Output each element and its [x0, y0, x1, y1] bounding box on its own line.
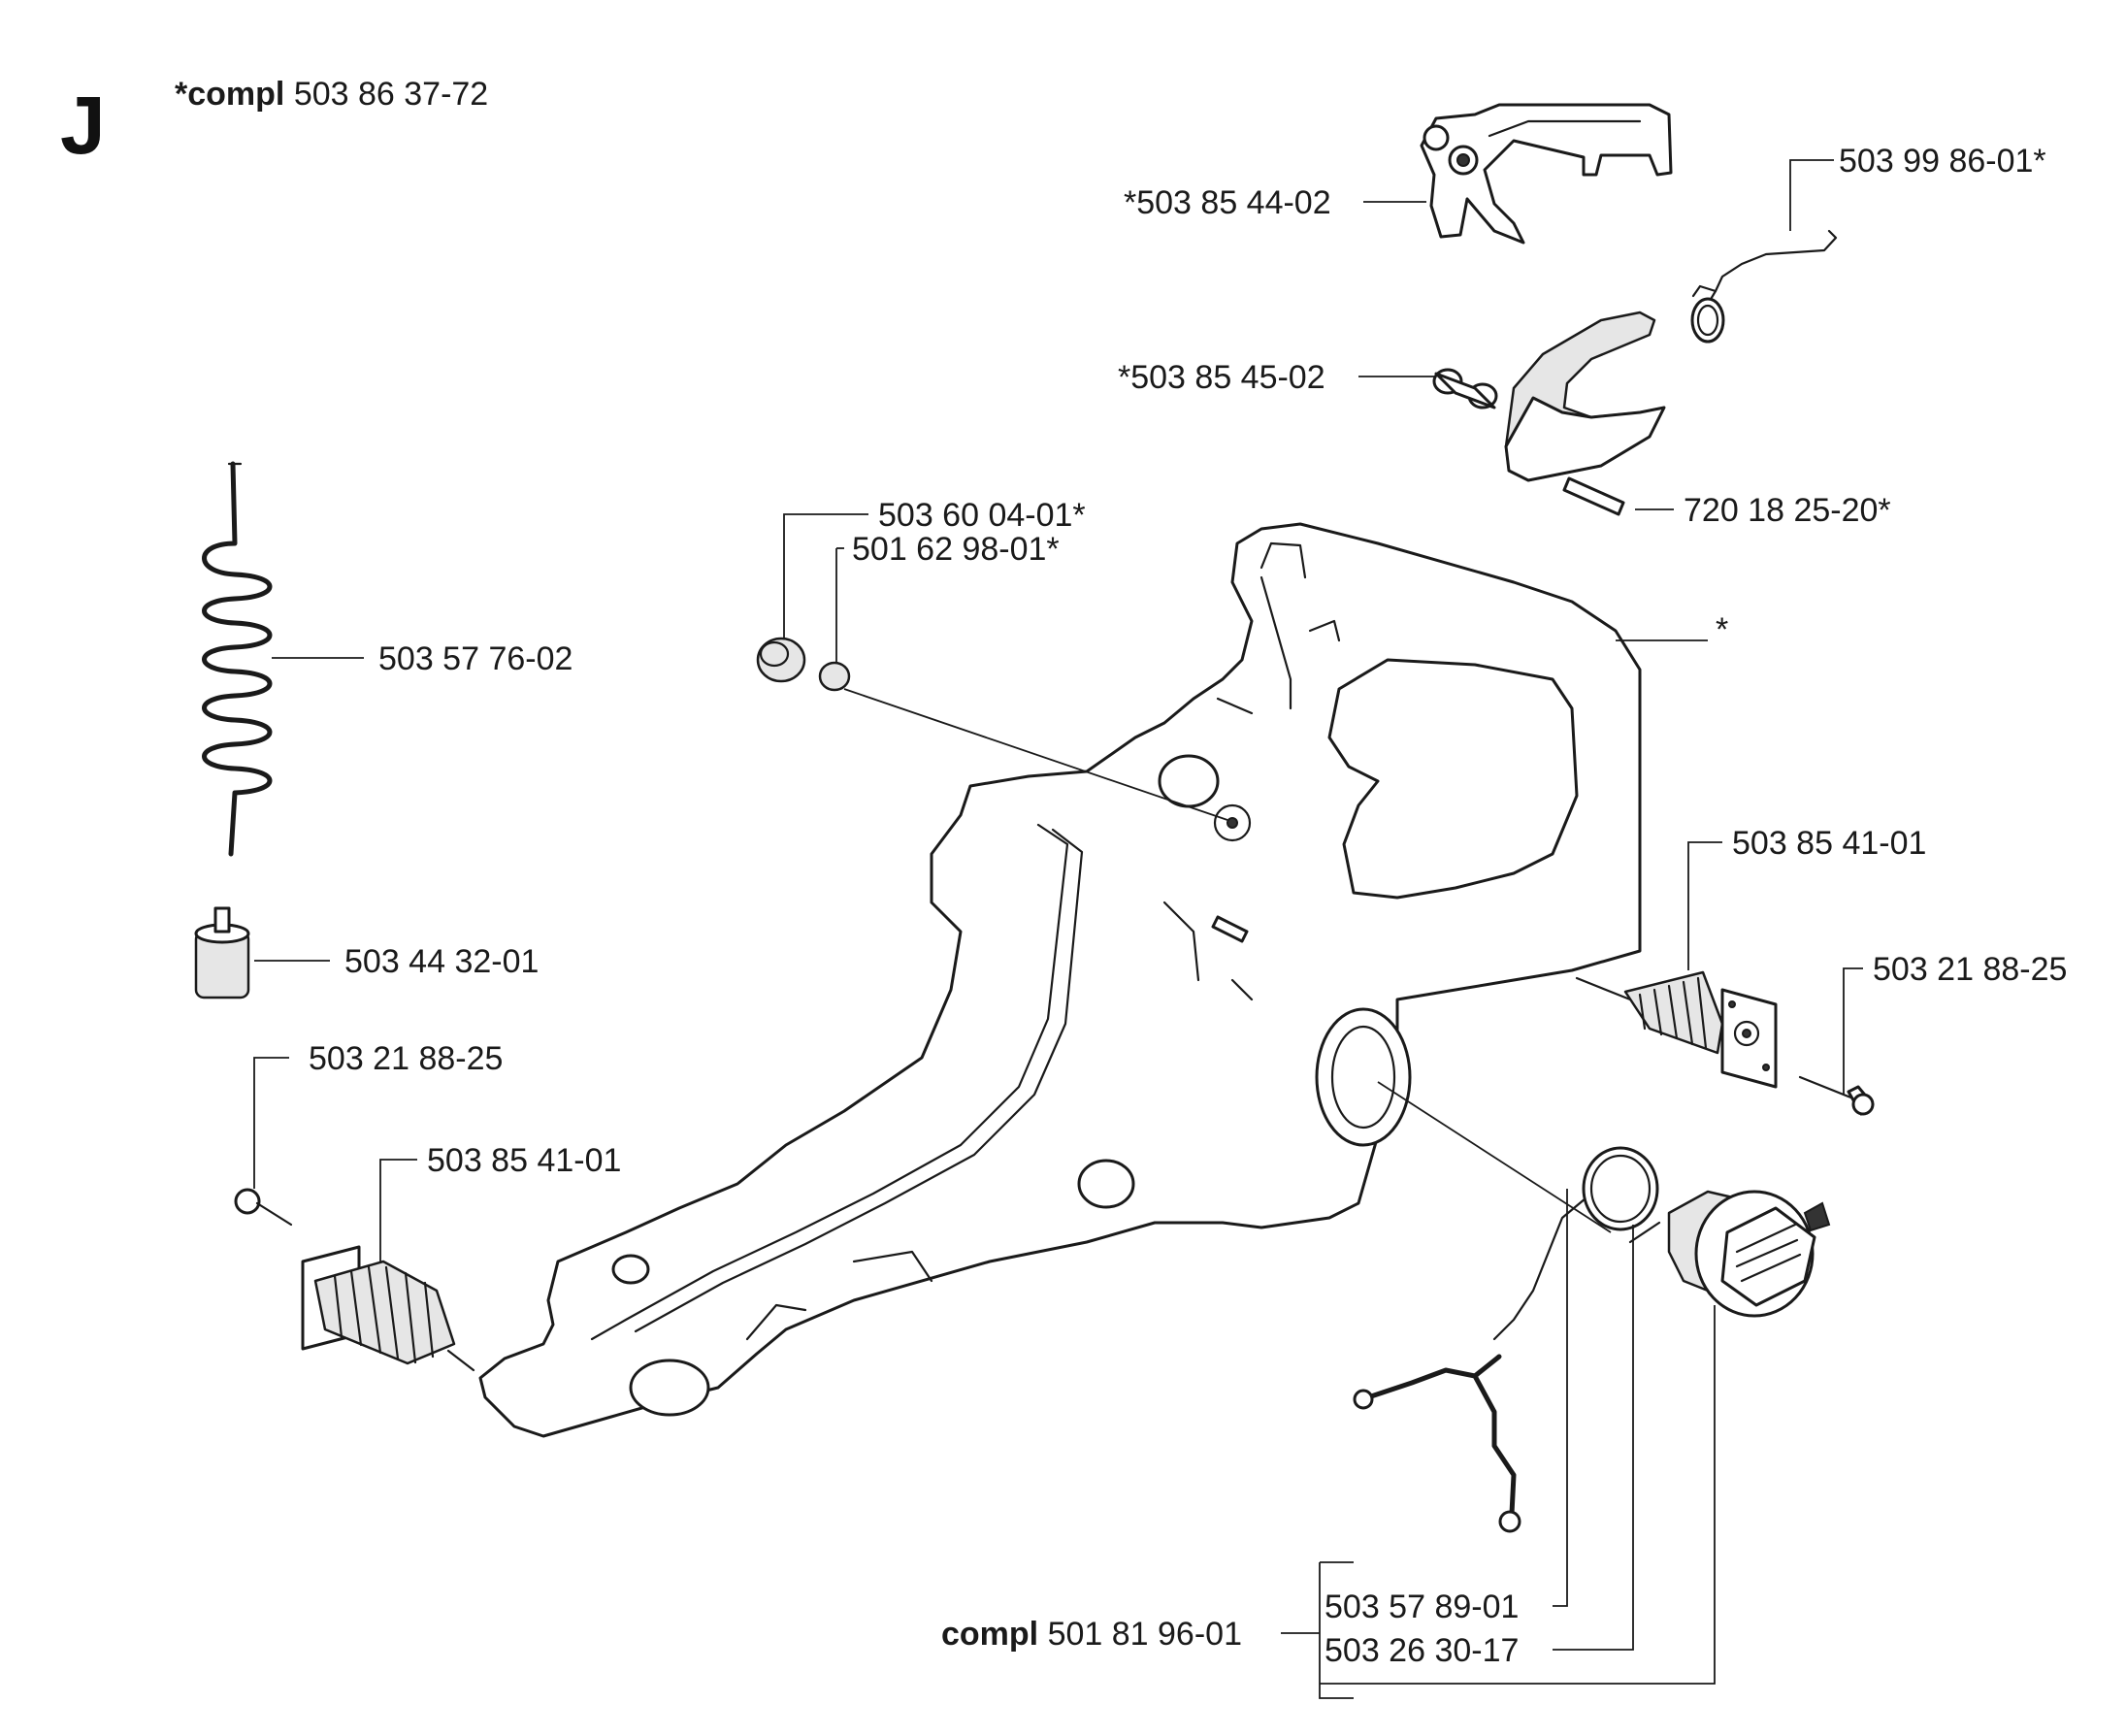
kit-prefix: *compl — [175, 76, 284, 113]
fuel-cap-part — [1667, 1190, 1831, 1318]
assembly-line-cap — [1377, 1081, 1612, 1233]
leader-av-spring-left — [379, 1159, 417, 1261]
strap-part — [1353, 1192, 1661, 1533]
trigger-spring-part — [1690, 229, 1838, 344]
label-screw-right: 503 21 88-25 — [1873, 951, 2067, 988]
leader-o-ring — [1553, 1189, 1568, 1607]
filter-screen-part — [818, 661, 851, 692]
label-trigger-spring: 503 99 86-01* — [1839, 143, 2046, 180]
label-throttle-trigger: *503 85 44-02 — [1124, 184, 1331, 221]
av-spring-left-part — [301, 1245, 475, 1372]
leader-trigger-spring — [1789, 159, 1834, 231]
fuel-cap-kit-prefix: compl — [941, 1616, 1038, 1653]
assembly-line-filter — [843, 688, 1228, 821]
label-av-spring-right: 503 85 41-01 — [1732, 825, 1926, 862]
fuel-hose-part — [202, 461, 273, 857]
leader-filter-felt — [783, 513, 868, 639]
leader-screw-right — [1843, 967, 1863, 1095]
label-pin: 720 18 25-20* — [1684, 492, 1891, 529]
label-fuel-hose: 503 57 76-02 — [378, 640, 572, 677]
pin-part — [1562, 476, 1625, 516]
label-throttle-lockout: *503 85 45-02 — [1118, 359, 1325, 396]
av-spring-right-part — [1575, 970, 1778, 1089]
handle-housing-part — [478, 522, 1642, 1438]
throttle-lockout-part — [1432, 311, 1666, 482]
section-letter: J — [60, 80, 106, 171]
throttle-trigger-part — [1420, 103, 1673, 245]
screw-right-part — [1798, 1075, 1875, 1116]
label-av-spring-left: 503 85 41-01 — [427, 1142, 621, 1179]
leader-screw-left — [253, 1057, 289, 1189]
label-cap-seal: 503 26 30-17 — [1325, 1632, 1519, 1669]
label-handle-housing: * — [1716, 611, 1728, 648]
screw-left-part — [234, 1188, 293, 1227]
label-fuel-filter: 503 44 32-01 — [344, 943, 539, 980]
label-o-ring: 503 57 89-01 — [1325, 1589, 1519, 1625]
fuel-cap-kit-label: compl 501 81 96-01 — [941, 1616, 1242, 1653]
leader-av-spring-right — [1687, 841, 1722, 970]
kit-number: 503 86 37-72 — [294, 76, 488, 113]
fuel-filter-part — [194, 906, 250, 999]
label-screw-left: 503 21 88-25 — [309, 1040, 503, 1077]
filter-felt-part — [756, 637, 806, 683]
leader-fuel-cap — [1320, 1305, 1716, 1685]
o-ring-part — [1582, 1146, 1659, 1231]
fuel-cap-kit-number: 501 81 96-01 — [1048, 1616, 1242, 1653]
label-filter-screen: 501 62 98-01* — [852, 531, 1060, 568]
label-filter-felt: 503 60 04-01* — [878, 497, 1086, 534]
bracket-fuel-cap — [1281, 1561, 1354, 1699]
leader-cap-seal — [1553, 1225, 1634, 1651]
kit-label: *compl 503 86 37-72 — [175, 76, 488, 113]
